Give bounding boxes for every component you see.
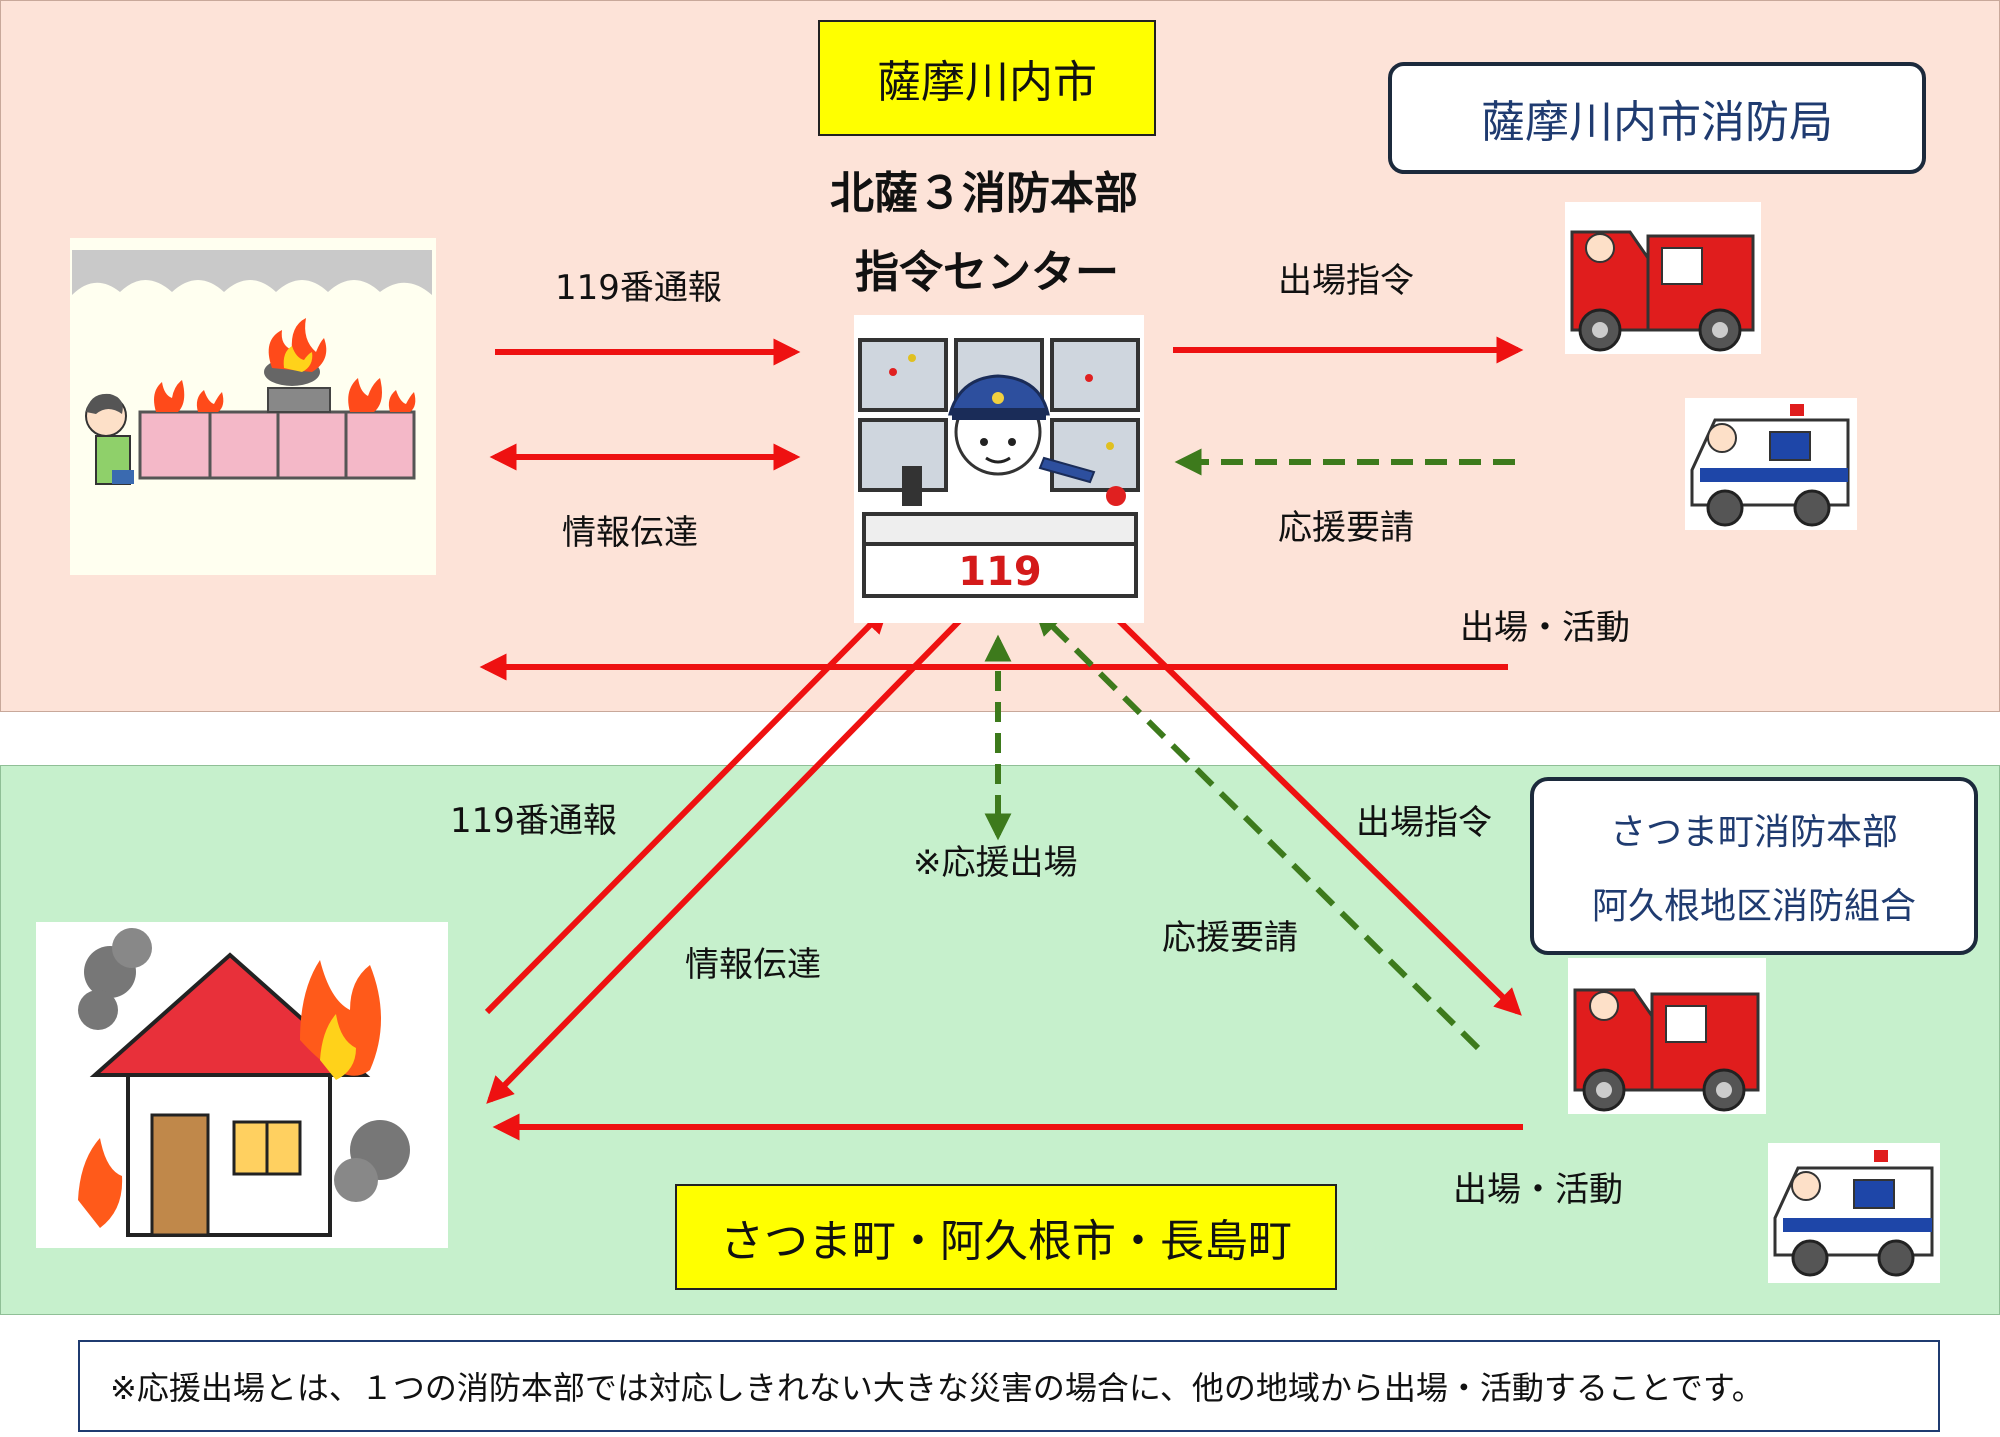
label-mutual-aid: ※応援出場 bbox=[913, 843, 1078, 883]
fire-dept-bottom-line1: さつま町消防本部 bbox=[1609, 812, 1898, 853]
fire-dept-bottom-box: さつま町消防本部 阿久根地区消防組合 bbox=[1530, 777, 1978, 955]
dispatcher-desk-number: 119 bbox=[958, 549, 1042, 595]
arrow-bottom-dispatch bbox=[1107, 609, 1522, 1016]
arrow-bottom-info bbox=[486, 607, 973, 1104]
region-bottom-name: さつま町・阿久根市・長島町 bbox=[675, 1184, 1337, 1290]
label-top-dispatch: 出場指令 bbox=[1278, 261, 1414, 301]
label-top-info: 情報伝達 bbox=[562, 513, 698, 553]
fire-truck-bottom-icon bbox=[1568, 958, 1766, 1114]
burning-house-illustration bbox=[36, 922, 448, 1248]
kitchen-fire-illustration bbox=[70, 238, 436, 575]
label-bottom-info: 情報伝達 bbox=[685, 945, 821, 985]
label-top-support-request: 応援要請 bbox=[1278, 508, 1414, 548]
label-bottom-support-request: 応援要請 bbox=[1162, 918, 1298, 958]
label-bottom-119-call: 119番通報 bbox=[450, 801, 617, 841]
label-bottom-dispatch: 出場指令 bbox=[1356, 803, 1492, 843]
fire-truck-top-icon bbox=[1565, 202, 1761, 354]
fire-dept-top-box: 薩摩川内市消防局 bbox=[1388, 62, 1926, 174]
command-center-title-line2: 指令センター bbox=[855, 247, 1119, 298]
region-top-name: 薩摩川内市 bbox=[818, 20, 1156, 136]
dispatcher-illustration: 119 bbox=[854, 315, 1144, 623]
ambulance-top-icon bbox=[1685, 398, 1857, 530]
fire-dept-bottom-line2: 阿久根地区消防組合 bbox=[1591, 886, 1916, 927]
footnote-box: ※応援出場とは、１つの消防本部では対応しきれない大きな災害の場合に、他の地域から… bbox=[78, 1340, 1940, 1432]
ambulance-bottom-icon bbox=[1768, 1143, 1940, 1283]
arrow-bottom-support bbox=[1034, 608, 1481, 1051]
arrow-bottom-call bbox=[484, 606, 889, 1015]
label-top-119-call: 119番通報 bbox=[555, 268, 722, 308]
label-top-activity: 出場・活動 bbox=[1460, 608, 1630, 648]
label-bottom-activity: 出場・活動 bbox=[1453, 1170, 1623, 1210]
command-center-title-line1: 北薩３消防本部 bbox=[830, 168, 1138, 219]
